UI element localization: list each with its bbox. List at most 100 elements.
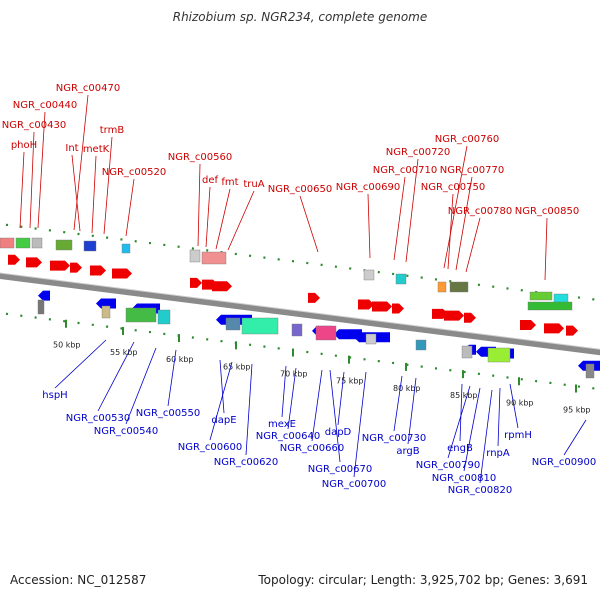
forward-gene-arrow: [112, 268, 132, 279]
gene-domain-box: [225, 317, 241, 331]
forward-label-leader: [299, 195, 319, 253]
gene-domain-box: [121, 243, 131, 254]
forward-label-leader: [447, 193, 454, 270]
reverse-label-leader: [311, 369, 323, 442]
reverse-gene-label: NGR_c00600: [178, 442, 243, 453]
forward-gene-label: NGR_c00520: [102, 167, 167, 178]
forward-label-leader: [227, 190, 255, 251]
forward-gene-label: truA: [243, 179, 264, 190]
forward-label-leader: [91, 155, 97, 234]
gene-domain-box: [291, 323, 303, 337]
forward-gene-arrow: [90, 265, 106, 276]
reverse-label-leader: [281, 365, 287, 418]
forward-label-leader: [29, 131, 35, 229]
reverse-label-leader: [125, 347, 157, 425]
forward-gene-label: NGR_c00690: [336, 182, 401, 193]
reverse-gene-label: argB: [396, 446, 419, 457]
reverse-gene-label: dapD: [325, 427, 352, 438]
reverse-label-leader: [459, 383, 463, 442]
forward-gene-label: NGR_c00440: [13, 100, 78, 111]
reverse-label-leader: [463, 387, 481, 472]
gene-domain-box: [0, 237, 15, 249]
gene-domain-box: [241, 317, 279, 335]
forward-gene-arrow: [212, 281, 232, 292]
reverse-gene-label: dapE: [211, 415, 236, 426]
reverse-gene-label: NGR_c00790: [416, 460, 481, 471]
forward-gene-label: NGR_c00560: [168, 152, 233, 163]
reverse-label-leader: [219, 359, 225, 414]
forward-label-leader: [544, 217, 548, 281]
gene-domain-box: [487, 347, 511, 363]
forward-gene-label: NGR_c00470: [56, 83, 121, 94]
reverse-gene-label: NGR_c00730: [362, 433, 427, 444]
forward-label-leader: [73, 94, 89, 231]
reverse-label-leader: [353, 371, 367, 478]
gene-domain-box: [157, 309, 171, 325]
forward-gene-label: phoH: [11, 140, 37, 151]
forward-label-leader: [71, 154, 81, 232]
forward-label-leader: [125, 178, 135, 237]
reverse-gene-label: NGR_c00540: [94, 426, 159, 437]
gene-domain-box: [415, 339, 427, 351]
forward-gene-label: NGR_c00770: [440, 165, 505, 176]
reverse-gene-label: NGR_c00550: [136, 408, 201, 419]
reverse-gene-label: NGR_c00900: [532, 457, 597, 468]
gene-domain-box: [189, 249, 201, 263]
reverse-gene-label: rnpA: [486, 448, 510, 459]
forward-gene-label: trmB: [100, 125, 125, 136]
gene-domain-box: [461, 345, 473, 359]
forward-label-leader: [455, 176, 473, 271]
forward-gene-label: NGR_c00650: [268, 184, 333, 195]
gene-domain-box: [585, 363, 595, 379]
forward-label-leader: [215, 188, 231, 250]
gene-domain-box: [101, 305, 111, 319]
forward-gene-label: NGR_c00430: [2, 120, 67, 131]
ruler-label: 70 kbp: [280, 370, 308, 379]
ruler-label: 95 kbp: [563, 406, 591, 415]
reverse-label-leader: [407, 377, 417, 445]
gene-domain-box: [437, 281, 447, 293]
reverse-gene-label: NGR_c00810: [432, 473, 497, 484]
forward-gene-label: NGR_c00750: [421, 182, 486, 193]
reverse-label-leader: [167, 349, 177, 407]
forward-gene-arrow: [444, 310, 464, 321]
reverse-label-leader: [329, 369, 341, 463]
forward-label-leader: [19, 151, 25, 229]
gene-domain-box: [529, 291, 553, 301]
forward-gene-arrow: [8, 254, 20, 265]
gene-domain-box: [83, 240, 97, 252]
reverse-gene-label: engB: [447, 443, 473, 454]
reverse-gene-label: NGR_c00700: [322, 479, 387, 490]
gene-domain-box: [201, 251, 227, 265]
reverse-gene-label: NGR_c00670: [308, 464, 373, 475]
forward-gene-label: NGR_c00710: [373, 165, 438, 176]
genome-backbone: [0, 273, 600, 356]
reverse-gene-label: NGR_c00660: [280, 443, 345, 454]
forward-gene-label: fmt: [221, 177, 238, 188]
reverse-gene-label: NGR_c00620: [214, 457, 279, 468]
gene-domain-box: [365, 333, 377, 345]
forward-label-leader: [103, 136, 113, 235]
forward-gene-arrow: [70, 262, 82, 273]
forward-gene-arrow: [392, 303, 404, 314]
reverse-gene-label: mexE: [268, 419, 296, 430]
forward-label-leader: [465, 217, 481, 273]
reverse-label-leader: [563, 419, 587, 456]
gene-domain-box: [37, 299, 45, 315]
ruler-label: 80 kbp: [393, 384, 421, 393]
forward-gene-arrow: [520, 320, 536, 331]
reverse-label-leader: [337, 371, 345, 426]
ruler-label: 85 kbp: [450, 391, 478, 400]
forward-gene-label: NGR_c00760: [435, 134, 500, 145]
genome-backbone-highlight: [0, 272, 600, 350]
genome-info-text: Topology: circular; Length: 3,925,702 bp…: [258, 573, 588, 587]
forward-gene-label: NGR_c00780: [448, 206, 513, 217]
gene-domain-box: [449, 281, 469, 293]
forward-gene-arrow: [308, 292, 320, 303]
forward-gene-label: NGR_c00720: [386, 147, 451, 158]
reverse-gene-label: hspH: [42, 390, 67, 401]
forward-gene-label: def: [202, 175, 219, 186]
gene-domain-box: [31, 237, 43, 249]
forward-label-leader: [205, 186, 211, 248]
